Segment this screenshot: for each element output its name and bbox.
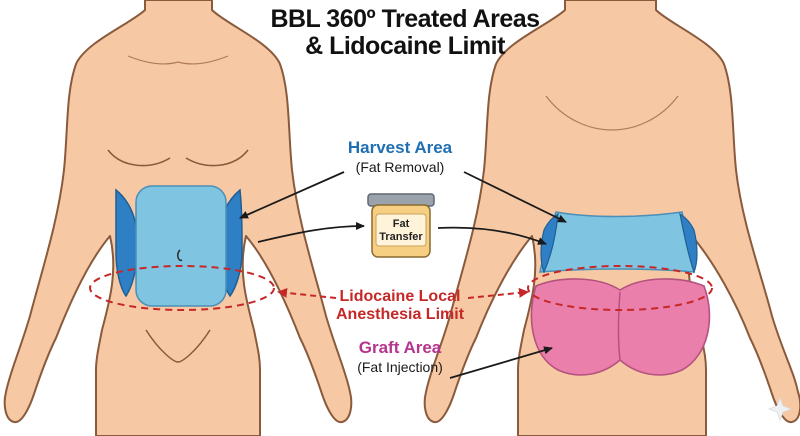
limit-connector-right [467,287,529,299]
jar-label-text: Fat Transfer [372,218,430,244]
fat-transfer-jar [367,193,435,258]
jar-label-line-2: Transfer [379,231,423,243]
sparkle-icon [767,396,793,422]
arrow-graft-to-buttocks [449,346,553,379]
jar-lid [367,193,435,207]
front-chest-contour [107,149,249,167]
arrow-harvest-to-front [239,171,345,219]
gluteal-cleft [617,291,621,361]
back-figure [423,0,800,436]
front-harvest-abdomen [135,185,227,307]
arrow-harvest-to-back [463,171,567,223]
lidocaine-limit-label: Lidocaine Local Anesthesia Limit [318,288,482,324]
navel-icon [177,249,183,262]
graft-heading: Graft Area [358,338,442,357]
jar-label-line-1: Fat [392,218,410,230]
front-groin-contour [145,329,211,363]
title-line-2: & Lidocaine Limit [305,32,505,60]
lidocaine-line-2: Anesthesia Limit [335,306,465,323]
graft-subtitle: (Fat Injection) [357,359,443,375]
lidocaine-line-1: Lidocaine Local [339,288,461,305]
back-flank-right [679,212,698,274]
graft-area-label: Graft Area (Fat Injection) [318,338,482,376]
front-figure [3,0,353,436]
diagram-title: BBL 360º Treated Areas & Lidocaine Limit [240,6,570,60]
lidocaine-limit-lines [89,265,713,311]
front-limit-ellipse [89,265,275,311]
back-shoulder-contour [545,95,679,131]
arrow-front-to-jar [257,222,365,243]
arrows [239,171,567,379]
harvest-subtitle: (Fat Removal) [355,159,445,175]
arrow-jar-to-back [437,226,547,245]
harvest-area-label: Harvest Area (Fat Removal) [318,138,482,176]
back-flank-left [540,212,559,274]
harvest-heading: Harvest Area [347,138,453,157]
front-collar-contour [127,55,229,65]
back-graft-buttocks [530,278,711,376]
title-line-1: BBL 360º Treated Areas [270,5,540,33]
jar-label [375,213,427,247]
